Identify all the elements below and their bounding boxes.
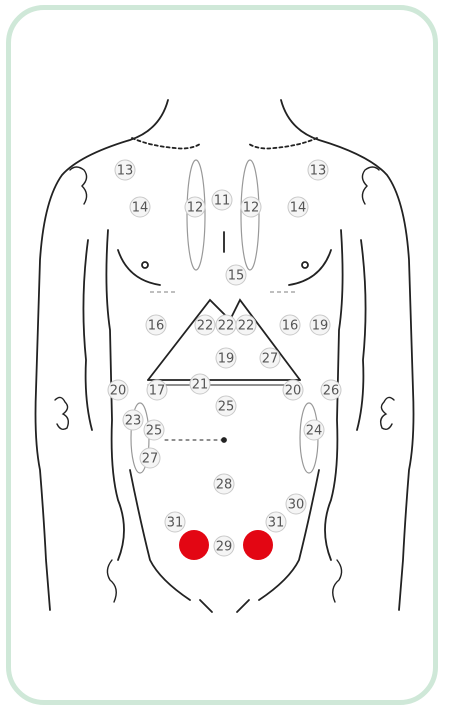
acupoint-label: 27 — [142, 452, 159, 467]
acupoint-label: 20 — [110, 384, 127, 399]
acupoint-label: 16 — [282, 319, 299, 334]
acupoint-label: 22 — [238, 319, 255, 334]
acupoint-label: 29 — [216, 540, 233, 555]
acupoint-label: 23 — [125, 414, 142, 429]
acupoint-label: 21 — [192, 378, 209, 393]
acupoint-label: 12 — [243, 201, 260, 216]
acupoint-label: 17 — [149, 384, 166, 399]
acupoint-label: 31 — [167, 516, 184, 531]
acupoint-label: 20 — [285, 384, 302, 399]
acupoint-label: 30 — [288, 498, 305, 513]
acupoint-label: 16 — [148, 319, 165, 334]
acupoint-label: 19 — [312, 319, 329, 334]
acupoint-label: 11 — [214, 194, 231, 209]
highlighted-acupoint-dot — [179, 530, 209, 560]
acupoint-label: 12 — [187, 201, 204, 216]
acupoint-label: 22 — [197, 319, 214, 334]
acupoint-label: 26 — [323, 384, 340, 399]
highlighted-acupoint-dot — [243, 530, 273, 560]
acupoint-label: 14 — [290, 201, 307, 216]
acupoint-label: 24 — [306, 424, 323, 439]
acupoint-label: 13 — [117, 164, 134, 179]
acupoint-label: 22 — [218, 319, 235, 334]
acupoint-label: 31 — [268, 516, 285, 531]
acupoint-label: 28 — [216, 478, 233, 493]
acupoint-label: 19 — [218, 352, 235, 367]
acupoint-label: 15 — [228, 269, 245, 284]
acupoint-label: 14 — [132, 201, 149, 216]
acupoint-label: 25 — [218, 400, 235, 415]
acupoint-label: 25 — [146, 424, 163, 439]
acupoint-label: 27 — [262, 352, 279, 367]
acupoint-label: 13 — [310, 164, 327, 179]
